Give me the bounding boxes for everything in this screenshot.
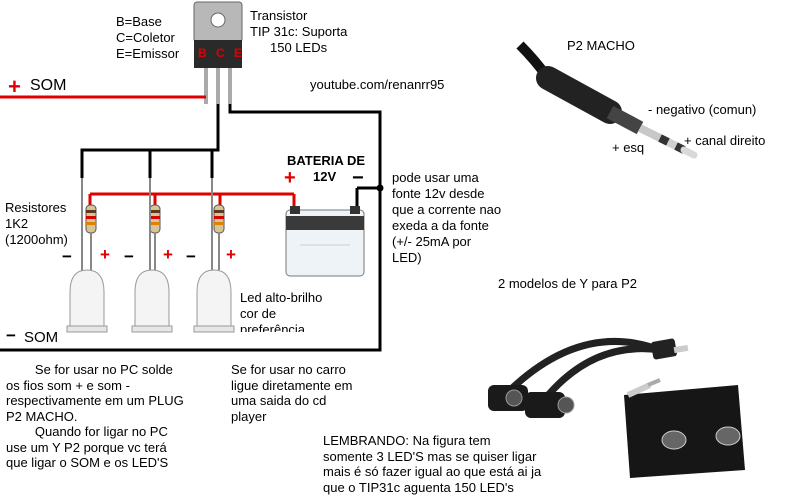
- battery-minus: −: [352, 167, 364, 189]
- battery-title: BATERIA DE: [287, 153, 365, 168]
- led-1-plus: +: [100, 245, 110, 264]
- som-minus-label: SOM: [24, 329, 59, 346]
- p2-right: + canal direito: [684, 133, 766, 148]
- led-note-1: Led alto-brilho: [240, 290, 323, 305]
- y-adapter-block: [624, 378, 745, 478]
- resistor: [213, 204, 225, 270]
- transistor: [193, 1, 243, 104]
- led-note-2: cor de: [240, 306, 277, 321]
- power-note-2: fonte 12v desde: [392, 186, 485, 201]
- power-note-4: exeda a da fonte: [392, 218, 489, 233]
- car-note: Se for usar no carro ligue diretamente e…: [231, 362, 353, 424]
- led-1-minus: −: [62, 247, 72, 266]
- som-plus-label: SOM: [30, 77, 67, 94]
- power-note-5: (+/- 25mA por: [392, 234, 472, 249]
- power-note-1: pode usar uma: [392, 170, 479, 185]
- battery: [285, 206, 365, 277]
- led-note-3: preferência: [240, 322, 306, 332]
- led-3-plus: +: [226, 245, 236, 264]
- legend-emitter: E=Emissor: [116, 46, 180, 61]
- power-note-6: LED): [392, 250, 422, 265]
- emitter-ground-wire: [0, 104, 382, 352]
- led: [131, 178, 173, 333]
- resistor-title: Resistores: [5, 200, 67, 215]
- p2-negative: - negativo (comun): [648, 102, 757, 117]
- legend-base: B=Base: [116, 14, 162, 29]
- battery-plus: +: [284, 167, 296, 189]
- y-adapter-cable: [488, 337, 689, 418]
- power-note-3: que a corrente nao: [392, 202, 502, 217]
- resistor-ohms: (1200ohm): [5, 232, 68, 247]
- transistor-pins: B C E: [198, 46, 246, 60]
- p2-plug: [516, 41, 698, 159]
- led-2-plus: +: [163, 245, 173, 264]
- battery-voltage: 12V: [313, 169, 337, 184]
- legend-collector: C=Coletor: [116, 30, 175, 45]
- credit: youtube.com/renanrr95: [310, 77, 445, 92]
- resistor: [149, 204, 161, 270]
- led: [66, 178, 108, 333]
- transistor-spec: TIP 31c: Suporta: [250, 24, 348, 39]
- led: [193, 178, 235, 333]
- resistor-value: 1K2: [5, 216, 29, 231]
- p2-left: + esq: [612, 140, 645, 155]
- p2-title: P2 MACHO: [567, 38, 635, 53]
- transistor-title: Transistor: [250, 8, 308, 23]
- led-3-minus: −: [186, 247, 196, 266]
- led-2-minus: −: [124, 247, 134, 266]
- pc-note: Se for usar no PC solde os fios som + e …: [6, 362, 184, 470]
- reminder-note: LEMBRANDO: Na figura tem somente 3 LED'S…: [323, 433, 542, 495]
- transistor-capacity: 150 LEDs: [270, 40, 328, 55]
- y-adapters-title: 2 modelos de Y para P2: [498, 276, 638, 291]
- som-plus-symbol: +: [8, 74, 21, 99]
- resistor: [85, 204, 97, 270]
- som-minus-symbol: −: [6, 326, 16, 345]
